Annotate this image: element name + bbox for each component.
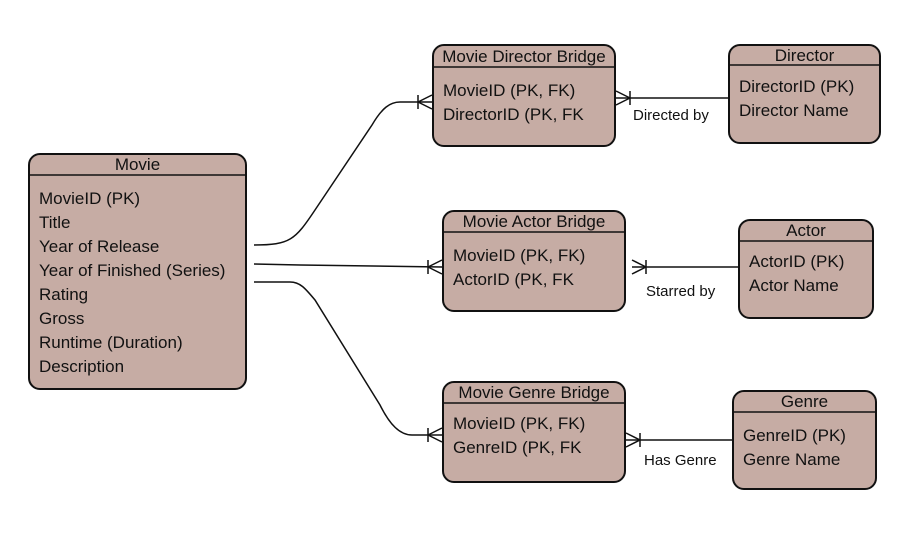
entity-attribute: ActorID (PK, FK (453, 270, 575, 289)
entity-attribute: Year of Release (39, 237, 159, 256)
crows-foot-director-bridge-left (417, 94, 433, 110)
crows-foot-actor-bridge-right (631, 259, 647, 275)
crows-foot-genre-bridge-left (427, 427, 443, 443)
entity-attribute: DirectorID (PK) (739, 77, 854, 96)
entity-attribute: Director Name (739, 101, 849, 120)
relationship-label-has-genre: Has Genre (644, 452, 717, 469)
crows-foot-genre-bridge-right (625, 432, 641, 448)
entity-title: Genre (781, 392, 828, 411)
entity-attribute: ActorID (PK) (749, 252, 844, 271)
entity-movie: Movie MovieID (PK) Title Year of Release… (28, 153, 247, 390)
entity-attribute: Gross (39, 309, 84, 328)
crows-foot-actor-bridge-left (427, 259, 443, 275)
entity-attribute: GenreID (PK, FK (453, 438, 582, 457)
entity-title: Movie Actor Bridge (463, 212, 606, 231)
entity-attribute: Actor Name (749, 276, 839, 295)
entity-movie-director-bridge: Movie Director Bridge MovieID (PK, FK) D… (432, 44, 616, 147)
relationship-label-directed-by: Directed by (633, 107, 709, 124)
entity-attribute: Runtime (Duration) (39, 333, 183, 352)
entity-title: Movie Director Bridge (442, 47, 605, 66)
entity-title: Movie Genre Bridge (458, 383, 609, 402)
entity-attribute: Year of Finished (Series) (39, 261, 225, 280)
entity-attribute: Title (39, 213, 71, 232)
movie-director-bridge-connector (253, 101, 432, 246)
entity-attribute: DirectorID (PK, FK (443, 105, 584, 124)
movie-actor-bridge-connector (253, 263, 443, 268)
movie-genre-bridge-connector (254, 281, 442, 436)
entity-attribute: MovieID (PK, FK) (443, 81, 575, 100)
entity-attribute: MovieID (PK, FK) (453, 414, 585, 433)
entity-attribute: Genre Name (743, 450, 840, 469)
entity-attribute: GenreID (PK) (743, 426, 846, 445)
entity-attribute: Rating (39, 285, 88, 304)
entity-title: Movie (115, 155, 160, 174)
entity-title: Actor (786, 221, 826, 240)
entity-attribute: Description (39, 357, 124, 376)
relationship-label-starred-by: Starred by (646, 283, 716, 300)
entity-genre: Genre GenreID (PK) Genre Name (732, 390, 877, 490)
entity-movie-actor-bridge: Movie Actor Bridge MovieID (PK, FK) Acto… (442, 210, 626, 312)
entity-director: Director DirectorID (PK) Director Name (728, 44, 881, 144)
crows-foot-director-bridge-right (615, 90, 631, 106)
entity-movie-genre-bridge: Movie Genre Bridge MovieID (PK, FK) Genr… (442, 381, 626, 483)
entity-actor: Actor ActorID (PK) Actor Name (738, 219, 874, 319)
entity-attribute: MovieID (PK, FK) (453, 246, 585, 265)
connectors (253, 97, 738, 441)
entity-attribute: MovieID (PK) (39, 189, 140, 208)
crows-foot-markers (417, 90, 647, 448)
entity-title: Director (775, 46, 835, 65)
